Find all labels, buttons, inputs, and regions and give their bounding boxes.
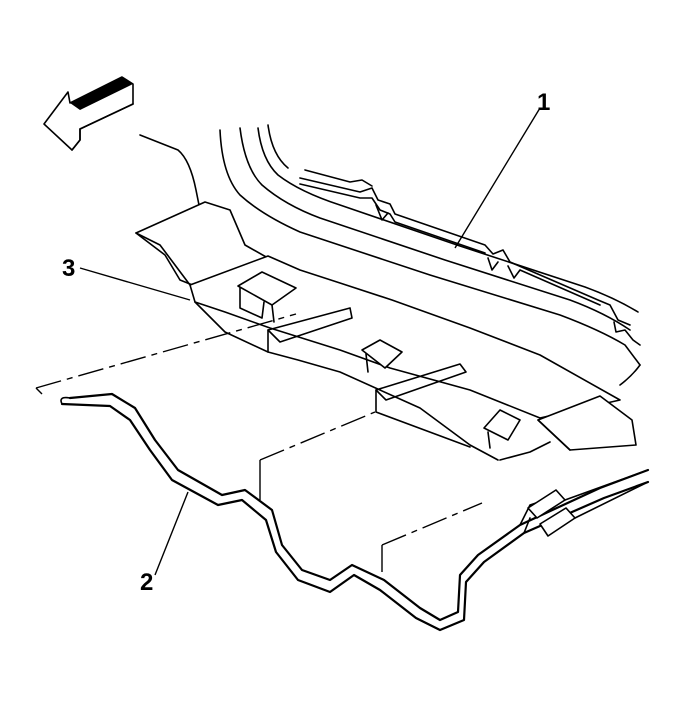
heat-shield-component-3 (135, 201, 637, 461)
floor-panel (139, 124, 641, 386)
front-arrow-icon (43, 76, 134, 151)
rail-component-1 (299, 169, 641, 346)
callout-1: 1 (537, 89, 550, 116)
callout-2: 2 (140, 569, 153, 596)
callout-3: 3 (62, 255, 75, 282)
fuel-lines-component-2 (60, 392, 650, 632)
callout-leaders (79, 107, 541, 576)
alignment-centerlines (35, 313, 483, 572)
